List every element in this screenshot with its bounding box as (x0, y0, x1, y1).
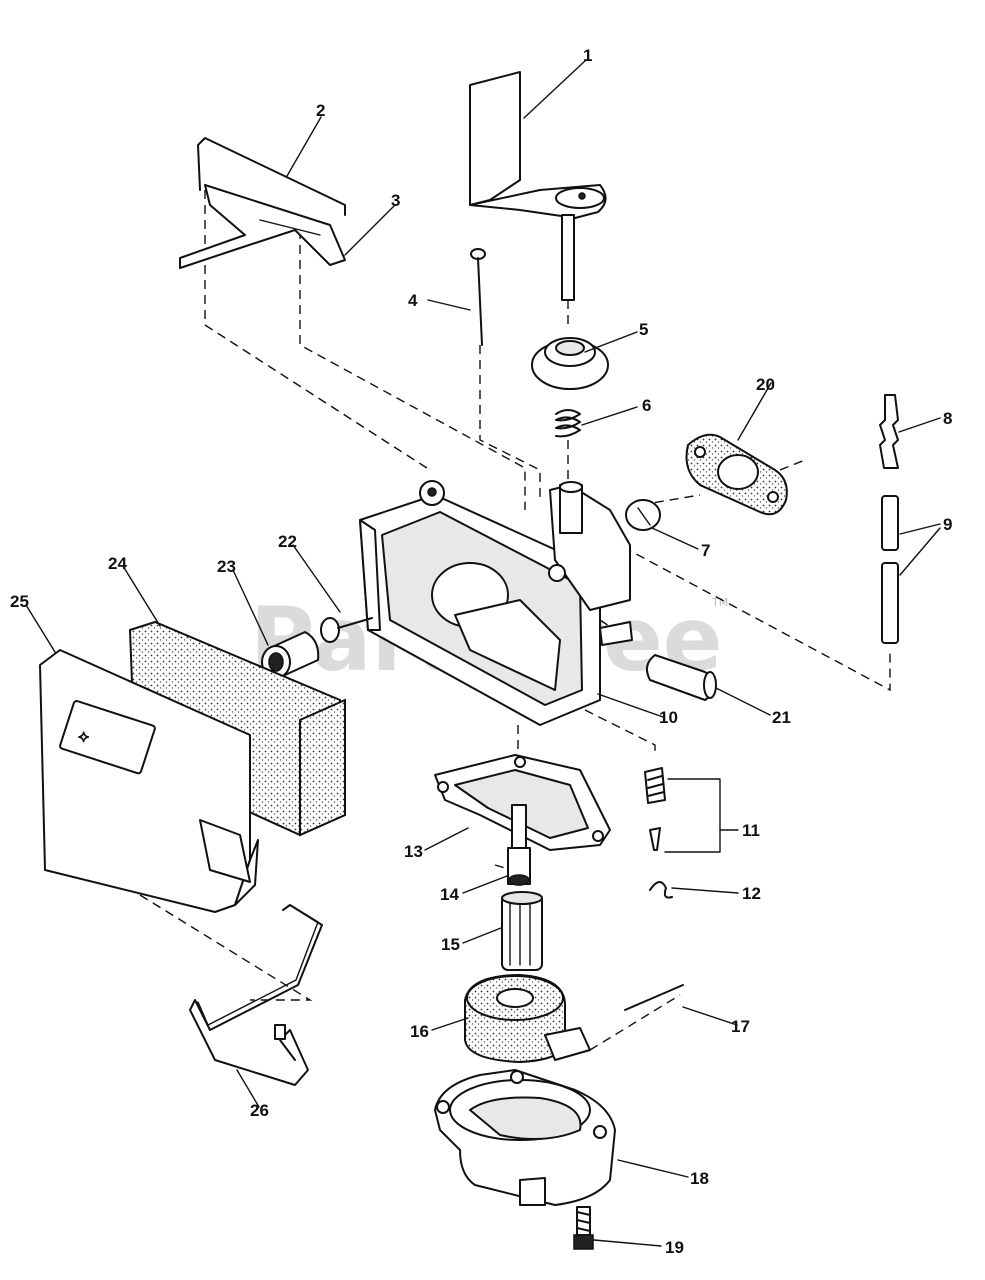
part-3-control-bracket (179, 184, 346, 269)
cover-symbol-glyph: ⟡ (78, 727, 89, 746)
watermark-trademark: TM (711, 596, 728, 609)
part-6-spring (555, 409, 581, 438)
callout-3: 3 (391, 191, 400, 210)
callout-labels: 1 2 3 4 5 6 7 8 9 10 11 12 13 14 15 16 1… (10, 46, 952, 1257)
callout-4: 4 (408, 291, 418, 310)
callout-24: 24 (108, 554, 127, 573)
callout-21: 21 (772, 708, 791, 727)
callout-11: 11 (742, 821, 760, 840)
callout-22: 22 (278, 532, 297, 551)
part-22-screw (320, 617, 373, 643)
part-9-tubes (881, 495, 899, 644)
callout-6: 6 (642, 396, 651, 415)
part-18-float-bowl (434, 1069, 616, 1206)
callout-16: 16 (410, 1022, 429, 1041)
callout-1: 1 (583, 46, 592, 65)
part-14-nozzle (507, 804, 531, 886)
callout-8: 8 (943, 409, 952, 428)
callout-15: 15 (441, 935, 460, 954)
callout-9: 9 (943, 515, 952, 534)
callout-12: 12 (742, 884, 761, 903)
part-5-gear-knob (531, 337, 609, 390)
part-8-fitting (879, 394, 899, 469)
callout-13: 13 (404, 842, 423, 861)
callout-10: 10 (659, 708, 678, 727)
part-2-bracket (197, 137, 346, 216)
part-21-tube (645, 654, 717, 701)
callout-5: 5 (639, 320, 648, 339)
part-11-needle-seat (644, 767, 666, 851)
callout-25: 25 (10, 592, 29, 611)
callout-7: 7 (701, 541, 710, 560)
part-4-needle-screw (470, 248, 486, 346)
part-25-cover: ⟡ (39, 649, 259, 913)
part-19-bowl-screw (573, 1206, 594, 1250)
part-15-float-valve (501, 891, 543, 971)
part-12-clip (649, 881, 673, 899)
callout-17: 17 (731, 1017, 750, 1036)
callout-23: 23 (217, 557, 236, 576)
callout-26: 26 (250, 1101, 269, 1120)
callout-14: 14 (440, 885, 459, 904)
part-20-gasket (685, 433, 788, 516)
part-7-plate (625, 499, 661, 531)
callout-19: 19 (665, 1238, 684, 1257)
callout-18: 18 (690, 1169, 709, 1188)
part-16-float (464, 973, 591, 1064)
leader-lines (25, 59, 941, 1247)
callout-20: 20 (756, 375, 775, 394)
part-17-pin (624, 984, 684, 1011)
part-26-wire-bail (189, 904, 323, 1086)
part-10-carb-body (359, 480, 633, 726)
callout-2: 2 (316, 101, 325, 120)
part-1-lever-shaft (469, 71, 607, 301)
